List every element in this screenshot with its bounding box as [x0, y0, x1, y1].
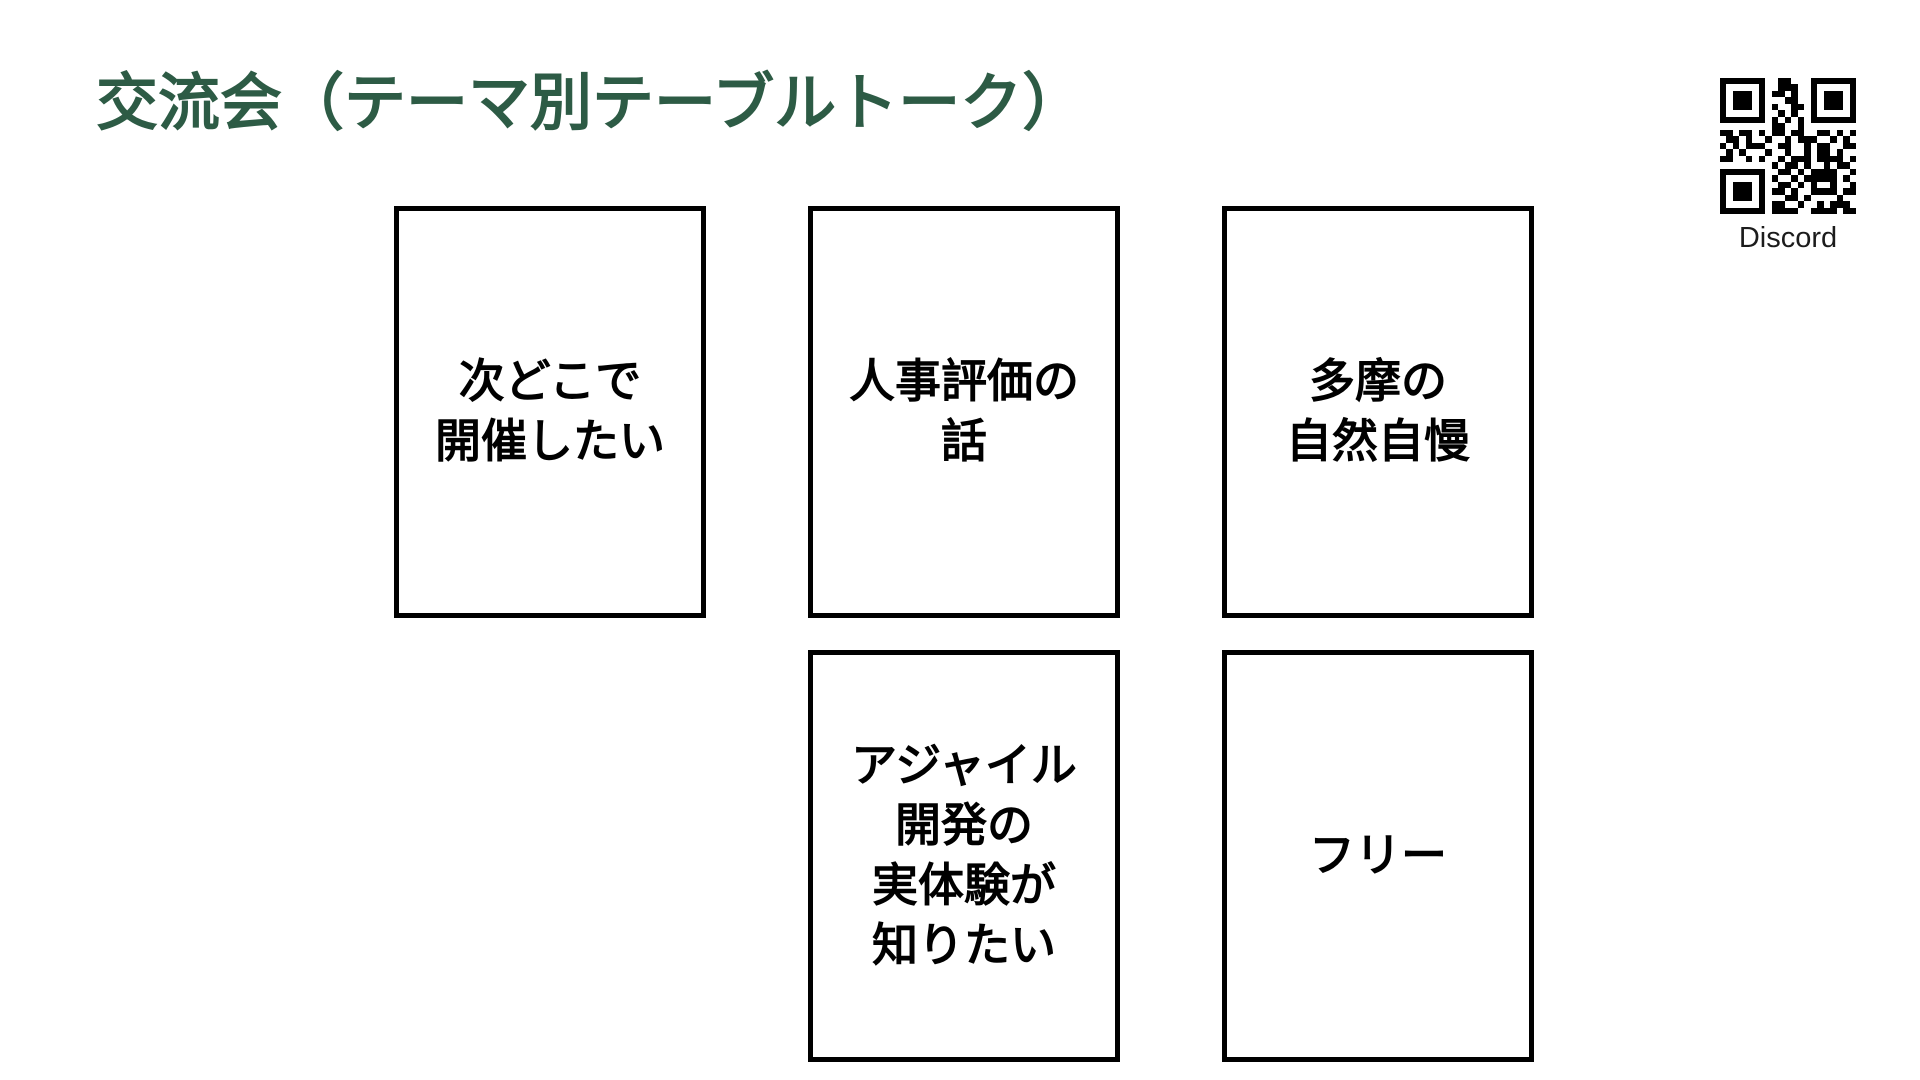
theme-card-next-venue: 次どこで 開催したい: [394, 206, 706, 618]
theme-card-label: 多摩の 自然自慢: [1286, 355, 1470, 467]
slide-title: 交流会（テーマ別テーブルトーク）: [96, 69, 1085, 138]
theme-card-tama-nature: 多摩の 自然自慢: [1222, 206, 1534, 618]
theme-card-label: フリー: [1309, 829, 1447, 882]
qr-caption: Discord: [1738, 222, 1838, 254]
theme-card-label: 人事評価の 話: [849, 355, 1079, 467]
theme-card-label: アジャイル 開発の 実体験が 知りたい: [851, 739, 1077, 971]
theme-card-hr-evaluation: 人事評価の 話: [808, 206, 1120, 618]
theme-card-label: 次どこで 開催したい: [435, 355, 665, 467]
qr-code-icon: [1720, 78, 1856, 214]
qr-block: Discord: [1717, 78, 1859, 255]
theme-card-free: フリー: [1222, 650, 1534, 1062]
theme-card-agile-experience: アジャイル 開発の 実体験が 知りたい: [808, 650, 1120, 1062]
